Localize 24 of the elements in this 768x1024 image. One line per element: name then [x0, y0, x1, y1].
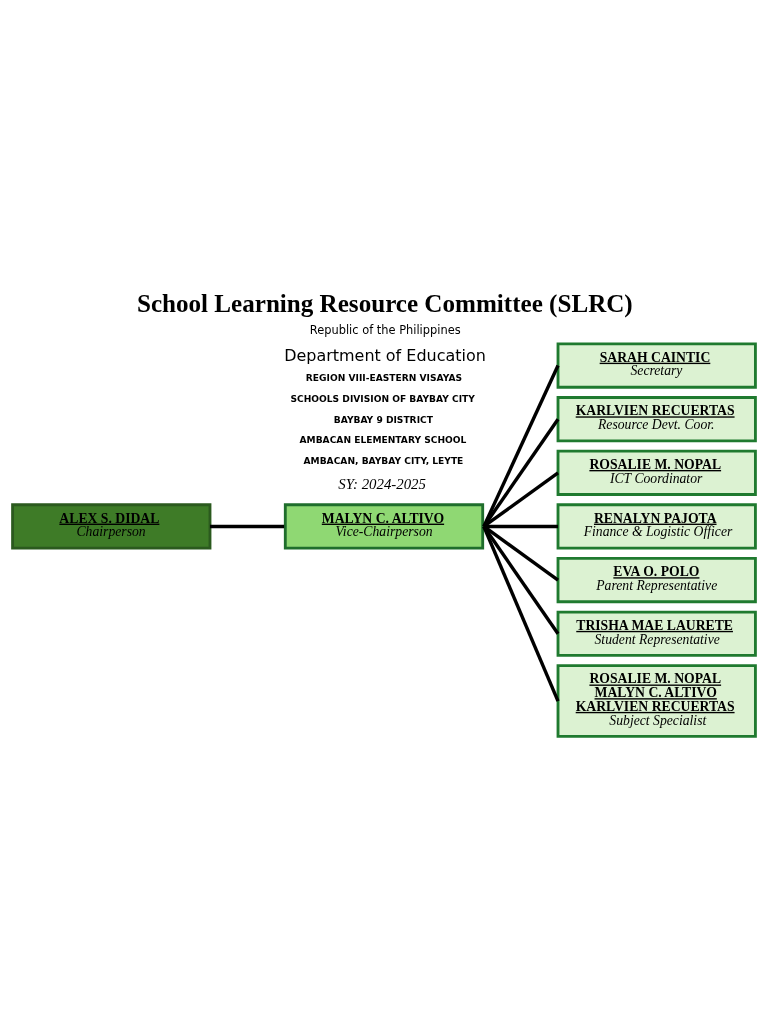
node-box: ROSALIE M. NOPAL ICT Coordinator	[556, 449, 757, 496]
node-box: EVA O. POLO Parent Representative	[556, 556, 757, 603]
label: REGION VIII-EASTERN VISAYAS	[305, 372, 463, 383]
node-box: ROSALIE M. NOPAL MALYN C. ALTIVO KARLVIEN RECUERTAS Subject Specialist	[556, 663, 757, 738]
label: AMBACAN, BAYBAY CITY, LEYTE	[303, 455, 464, 466]
connector	[210, 524, 285, 528]
connector	[482, 417, 560, 527]
label: Republic of the Philippines	[309, 322, 461, 337]
node-box: TRISHA MAE LAURETE Student Representative	[556, 610, 757, 657]
label: Department of Education	[284, 345, 486, 365]
connector	[482, 525, 560, 635]
node-box: SARAH CAINTIC Secretary	[556, 342, 757, 389]
connector	[482, 364, 560, 527]
node-box: KARLVIEN RECUERTAS Resource Devt. Coor.	[556, 395, 757, 442]
label: AMBACAN ELEMENTARY SCHOOL	[299, 434, 467, 445]
node-box: MALYN C. ALTIVO Vice-Chairperson	[283, 502, 485, 550]
label: BAYBAY 9 DISTRICT	[333, 414, 433, 425]
node-box: RENALYN PAJOTA Finance & Logistic Officer	[556, 502, 757, 550]
diagram-title: School Learning Resource Committee (SLRC)	[136, 289, 633, 317]
label: SCHOOLS DIVISION OF BAYBAY CITY	[290, 393, 475, 404]
label: SY: 2024-2025	[338, 475, 426, 492]
connector	[482, 525, 560, 702]
connector	[483, 524, 558, 528]
node-box: ALEX S. DIDAL Chairperson	[11, 502, 212, 550]
